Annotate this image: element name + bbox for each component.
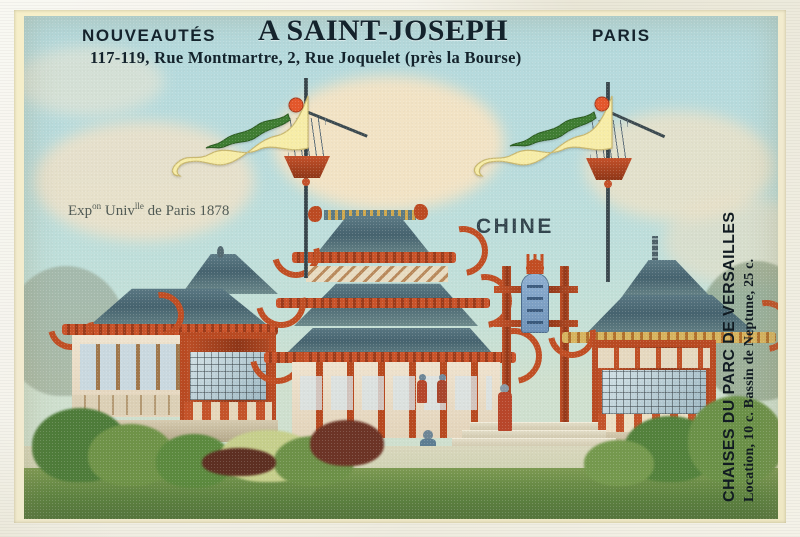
- lithograph-scene: Expon Univlle de Paris 1878 CHINE: [24, 16, 778, 519]
- stair-step-1: [470, 422, 598, 431]
- exposition-caption-suffix: de Paris 1878: [143, 203, 230, 219]
- figure-robe: [498, 392, 512, 431]
- pavilion-label: CHINE: [476, 215, 554, 238]
- right-pavilion-grid-window: [602, 370, 706, 414]
- flag-mast-left-knob: [302, 178, 310, 186]
- central-roof-dragon-left: [308, 206, 322, 222]
- shrub-right-2: [688, 396, 778, 484]
- left-pavilion-skirt: [184, 402, 272, 424]
- shop-address: 117-119, Rue Montmartre, 2, Rue Joquelet…: [90, 48, 522, 67]
- central-pavilion: [239, 186, 553, 451]
- shrub-dark-red-2: [202, 448, 276, 476]
- figure-robe: [437, 380, 447, 403]
- central-ridge-ornament: [324, 210, 416, 220]
- figure-head: [500, 384, 509, 393]
- header-novelties-label: NOUVEAUTÉS: [82, 26, 217, 45]
- left-pavilion-finial: [217, 246, 224, 258]
- exposition-caption-sup-lle: lle: [134, 201, 144, 211]
- flag-mast-right: [473, 82, 666, 282]
- cloud-upper-left: [24, 46, 164, 116]
- figure-visitor-entrance: [496, 384, 514, 432]
- figure-visitor-left-b: [436, 374, 448, 404]
- gate-tablet-glyphs: [527, 282, 543, 324]
- gate-crown-ornament: [522, 254, 548, 274]
- header-city-label: PARIS: [592, 26, 651, 45]
- central-window-band: [300, 376, 492, 410]
- cloud-left: [34, 121, 254, 241]
- exposition-caption: Expon Univlle de Paris 1878: [68, 201, 229, 220]
- flag-mast-right-basket: [586, 158, 632, 180]
- figure-head: [423, 430, 433, 440]
- right-pavilion-eave: [562, 332, 776, 343]
- dragon-flag-left: [171, 95, 309, 177]
- central-roof-dragon-right: [414, 204, 428, 220]
- left-pavilion-eave: [62, 324, 278, 335]
- side-ad-line-1: CHAISES DU PARC DE VERSAILLES: [721, 211, 738, 502]
- right-pavilion-finial: [652, 236, 658, 262]
- right-pavilion-lintel: [598, 348, 710, 368]
- central-upper-eave: [292, 252, 456, 263]
- left-pavilion: [39, 246, 278, 442]
- gate-post-right: [560, 266, 569, 442]
- shop-name: A SAINT-JOSEPH: [258, 14, 509, 47]
- dragon-flag-right: [473, 95, 613, 177]
- stair-step-3: [452, 438, 616, 448]
- central-lower-eave: [264, 352, 516, 363]
- exposition-caption-sup-on: on: [92, 201, 102, 211]
- flag-mast-left: [171, 78, 368, 278]
- flag-mast-left-basket: [284, 156, 330, 178]
- shrub-dark-red: [310, 420, 384, 466]
- central-frieze: [306, 266, 448, 282]
- figure-visitor-left-a: [416, 374, 428, 404]
- figure-robe: [417, 380, 427, 403]
- paifang-gate: [486, 252, 596, 442]
- exposition-caption-mid: Univ: [101, 203, 135, 219]
- exposition-caption-prefix: Exp: [68, 203, 93, 219]
- central-mid-eave: [276, 298, 490, 308]
- gate-post-left: [502, 266, 511, 442]
- stair-step-2: [462, 430, 606, 439]
- side-ad-line-2: Location, 10 c. Bassin de Neptune, 25 c.: [742, 258, 757, 502]
- flag-mast-right-knob: [604, 180, 612, 188]
- shrub-right-3: [584, 440, 654, 486]
- left-pavilion-grid-window: [190, 352, 266, 400]
- figure-head: [419, 374, 426, 381]
- figure-head: [439, 374, 446, 381]
